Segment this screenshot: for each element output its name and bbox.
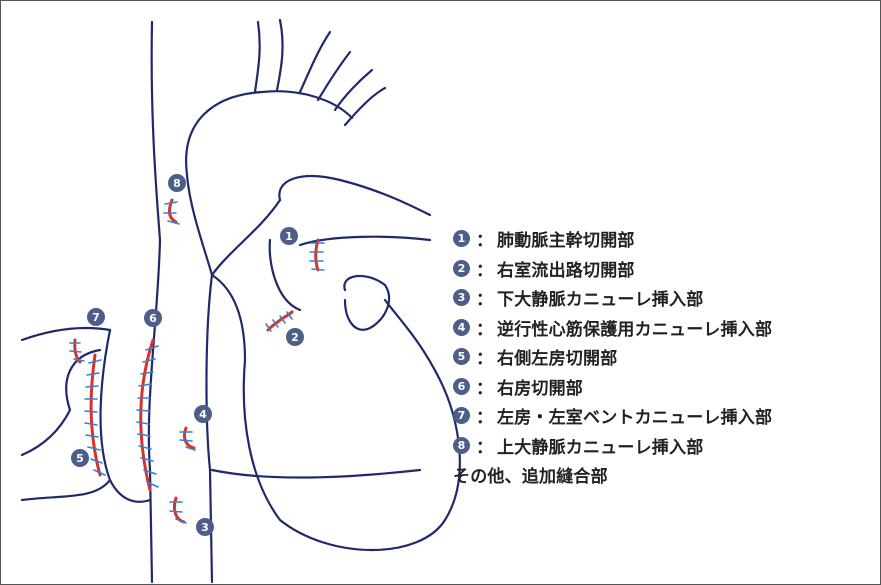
legend: 1：肺動脈主幹切開部 2：右室流出路切開部 3：下大静脈カニューレ挿入部 4：逆… xyxy=(453,224,772,490)
legend-item-5: 5 ：右側左房切開部 xyxy=(453,342,772,372)
legend-label: 左房・左室ベントカニューレ挿入部 xyxy=(497,403,772,428)
incision-4 xyxy=(184,428,194,448)
legend-item-7: 7 ：左房・左室ベントカニューレ挿入部 xyxy=(453,401,772,431)
legend-number-badge: 6 xyxy=(453,378,470,395)
diagram-badge-4: 4 xyxy=(194,405,212,423)
right-atrium-outline xyxy=(101,330,150,502)
legend-item-3: 3 ：下大静脈カニューレ挿入部 xyxy=(453,283,772,313)
svg-text:6: 6 xyxy=(149,312,157,325)
aorta-branch-1 xyxy=(255,22,260,92)
legend-item-1: 1 ：肺動脈主幹切開部 xyxy=(453,224,772,254)
pulmonary-inner xyxy=(270,240,300,310)
legend-label: 逆行性心筋保護用カニューレ挿入部 xyxy=(497,315,772,340)
legend-label: 右室流出路切開部 xyxy=(497,256,635,281)
legend-label: 上大静脈カニューレ挿入部 xyxy=(497,433,703,458)
heart-right-border xyxy=(212,275,460,550)
svg-text:1: 1 xyxy=(285,230,293,243)
inferior-heart-outline xyxy=(212,470,420,478)
legend-label: 下大静脈カニューレ挿入部 xyxy=(497,285,703,310)
legend-item-2: 2 ：右室流出路切開部 xyxy=(453,254,772,284)
aorta-branch-2b xyxy=(318,52,350,100)
svg-text:2: 2 xyxy=(291,331,299,344)
left-atrial-appendage xyxy=(344,276,389,330)
svg-text:3: 3 xyxy=(201,521,209,534)
vena-cava-left-outline xyxy=(149,22,160,582)
legend-colon: ： xyxy=(476,403,493,428)
svg-text:4: 4 xyxy=(199,408,207,421)
ascending-aorta xyxy=(212,200,280,275)
legend-colon: ： xyxy=(476,256,493,281)
aorta-branch-2 xyxy=(300,32,330,92)
svg-text:5: 5 xyxy=(76,452,84,465)
diagram-badge-7: 7 xyxy=(87,308,105,326)
legend-item-4: 4 ：逆行性心筋保護用カニューレ挿入部 xyxy=(453,313,772,343)
legend-number-badge: 4 xyxy=(453,319,470,336)
aorta-branch-3b xyxy=(345,88,385,125)
legend-number-badge: 1 xyxy=(453,230,470,247)
legend-number-badge: 8 xyxy=(453,437,470,454)
legend-colon: ： xyxy=(476,285,493,310)
aorta-branch-3 xyxy=(335,70,372,110)
legend-number-badge: 7 xyxy=(453,407,470,424)
pulmonary-vein-lower xyxy=(22,410,70,455)
legend-colon: ： xyxy=(476,374,493,399)
legend-label: 右房切開部 xyxy=(497,374,583,399)
legend-footer-label: その他、追加縫合部 xyxy=(453,462,608,487)
legend-colon: ： xyxy=(476,433,493,458)
legend-number-badge: 2 xyxy=(453,260,470,277)
diagram-badge-5: 5 xyxy=(71,449,89,467)
diagram-badge-8: 8 xyxy=(168,174,186,192)
pulmonary-vein-upper xyxy=(22,328,110,340)
svg-text:8: 8 xyxy=(173,177,181,190)
aorta-branch-1b xyxy=(277,20,283,90)
legend-number-badge: 3 xyxy=(453,289,470,306)
legend-colon: ： xyxy=(476,344,493,369)
legend-item-6: 6 ：右房切開部 xyxy=(453,372,772,402)
legend-number-badge: 5 xyxy=(453,348,470,365)
diagram-badge-6: 6 xyxy=(144,309,162,327)
lower-vessel xyxy=(22,480,110,500)
incision-1 xyxy=(316,240,318,270)
legend-label: 肺動脈主幹切開部 xyxy=(497,226,635,251)
pulmonary-trunk xyxy=(279,176,430,215)
legend-footer: その他、追加縫合部 xyxy=(453,460,772,490)
legend-label: 右側左房切開部 xyxy=(497,344,617,369)
legend-item-8: 8 ：上大静脈カニューレ挿入部 xyxy=(453,431,772,461)
svg-text:7: 7 xyxy=(92,311,100,324)
legend-colon: ： xyxy=(476,226,493,251)
legend-colon: ： xyxy=(476,315,493,340)
diagram-badge-2: 2 xyxy=(286,328,304,346)
diagram-badge-1: 1 xyxy=(280,227,298,245)
aorta-outline xyxy=(186,91,352,175)
diagram-badge-3: 3 xyxy=(196,518,214,536)
